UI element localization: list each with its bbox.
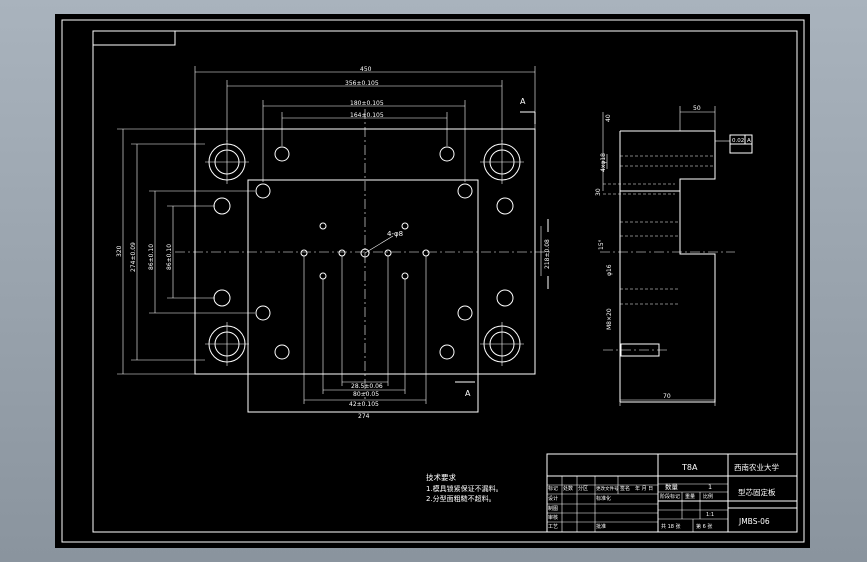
- dim-height-bolt: 274±0.09: [130, 242, 137, 272]
- dim-overall-height: 320: [116, 245, 123, 257]
- bottom-dimensions: [248, 256, 478, 413]
- corner-stamp-box: [92, 30, 176, 46]
- tb-weight: 重量: [685, 493, 695, 500]
- tb-part-name: 型芯固定板: [738, 487, 776, 497]
- section-marker-top: A: [520, 97, 536, 124]
- tb-sign: 签名: [620, 485, 630, 492]
- core-small-holes: [300, 222, 430, 280]
- sec-dim-top-left: 40: [605, 114, 612, 122]
- dim-overall-width: 450: [360, 66, 372, 73]
- counterbore-hole-tl: [205, 140, 249, 184]
- section-label-bottom: A: [465, 389, 471, 398]
- dim-pin-span-outer: 180±0.105: [350, 100, 384, 107]
- sec-dim-top: 50: [693, 105, 701, 112]
- tb-mark: 标记: [548, 485, 558, 492]
- dim-pin-span-inner: 164±0.105: [350, 112, 384, 119]
- top-dimensions: [194, 66, 536, 182]
- sec-dim-left-3: 15°: [598, 239, 605, 250]
- tb-school: 西南农业大学: [734, 462, 779, 472]
- sec-dim-left-5: M8×20: [606, 308, 613, 330]
- title-block: T8A 西南农业大学 型芯固定板 JMBS-06 数量 1 标记 处数 分区 更…: [546, 453, 798, 533]
- tb-approve: 批准: [596, 523, 606, 530]
- tech-req-title: 技术要求: [426, 472, 456, 482]
- tolerance-value: 0.02: [732, 138, 744, 144]
- tech-requirements: 技术要求 1.模具锁紧保证不漏料。 2.分型面粗糙不超料。: [426, 472, 503, 503]
- sec-dim-left-1: 4xφ18: [600, 153, 607, 172]
- tb-process: 工艺: [548, 524, 558, 530]
- tb-check: 审核: [548, 514, 558, 521]
- dim-bottom-overall: 274: [358, 413, 370, 420]
- tb-sheets: 共 18 张: [661, 523, 681, 530]
- center-callout-leader: [364, 235, 394, 254]
- counterbore-hole-br: [480, 322, 524, 366]
- tb-drawing-no: JMBS-06: [738, 517, 770, 526]
- tech-req-line1: 1.模具锁紧保证不漏料。: [426, 484, 503, 493]
- dim-bottom-2: 80±0.05: [353, 391, 379, 398]
- tb-drawn: 制图: [548, 505, 558, 512]
- dim-bolt-span: 356±0.105: [345, 80, 379, 87]
- insert-pocket: [247, 179, 479, 413]
- sec-dim-left-4: φ16: [606, 264, 613, 276]
- section-upper-block: [619, 130, 716, 192]
- tb-change-doc: 更改文件号: [596, 485, 619, 492]
- cad-drawing: 4-φ8 450 356±0.105 180±0.105 164±0.105 A…: [61, 19, 805, 543]
- tb-scale: 比例: [703, 493, 713, 500]
- inner-frame: [92, 30, 798, 533]
- dim-height-inner: 86±0.10: [166, 244, 173, 270]
- front-view: 4-φ8 450 356±0.105 180±0.105 164±0.105 A…: [116, 66, 551, 420]
- tb-qty-label: 数量: [665, 482, 679, 491]
- section-marker-bottom: A: [455, 381, 475, 398]
- tb-standardize: 标准化: [596, 495, 611, 502]
- tech-req-line2: 2.分型面粗糙不超料。: [426, 494, 496, 503]
- dim-bottom-1: 28.5±0.06: [351, 383, 383, 390]
- section-label-top: A: [520, 97, 526, 106]
- tb-scale-value: 1:1: [706, 512, 714, 518]
- sec-dim-bottom: 70: [663, 393, 671, 400]
- section-lower-block: [620, 190, 716, 403]
- sec-dim-left-2: 30: [595, 188, 602, 196]
- left-dimensions: [117, 128, 255, 375]
- dim-right-half: 218±0.08: [544, 239, 551, 269]
- tb-date: 年 月 日: [635, 485, 653, 492]
- center-callout: 4-φ8: [387, 230, 403, 238]
- tb-stage-mark: 阶段标记: [660, 493, 680, 500]
- section-view: 50 40 4xφ18 30 15° φ16 M8×20 70 0.02 A: [595, 105, 753, 406]
- dim-height-pins: 86±0.10: [148, 244, 155, 270]
- tb-zone: 分区: [578, 485, 588, 492]
- tb-material: T8A: [681, 463, 698, 472]
- threaded-holes: [255, 146, 473, 360]
- counterbore-hole-bl: [205, 322, 249, 366]
- outer-frame: [61, 19, 805, 543]
- counterbore-hole-tr: [480, 140, 524, 184]
- tb-design: 设计: [548, 495, 558, 502]
- tb-count: 处数: [563, 485, 573, 492]
- tb-qty-value: 1: [708, 483, 712, 491]
- tb-sheet-no: 第 6 张: [696, 523, 712, 530]
- tolerance-ref: A: [747, 138, 751, 144]
- dim-bottom-3: 42±0.105: [349, 401, 379, 408]
- drawing-viewport[interactable]: 4-φ8 450 356±0.105 180±0.105 164±0.105 A…: [55, 14, 810, 548]
